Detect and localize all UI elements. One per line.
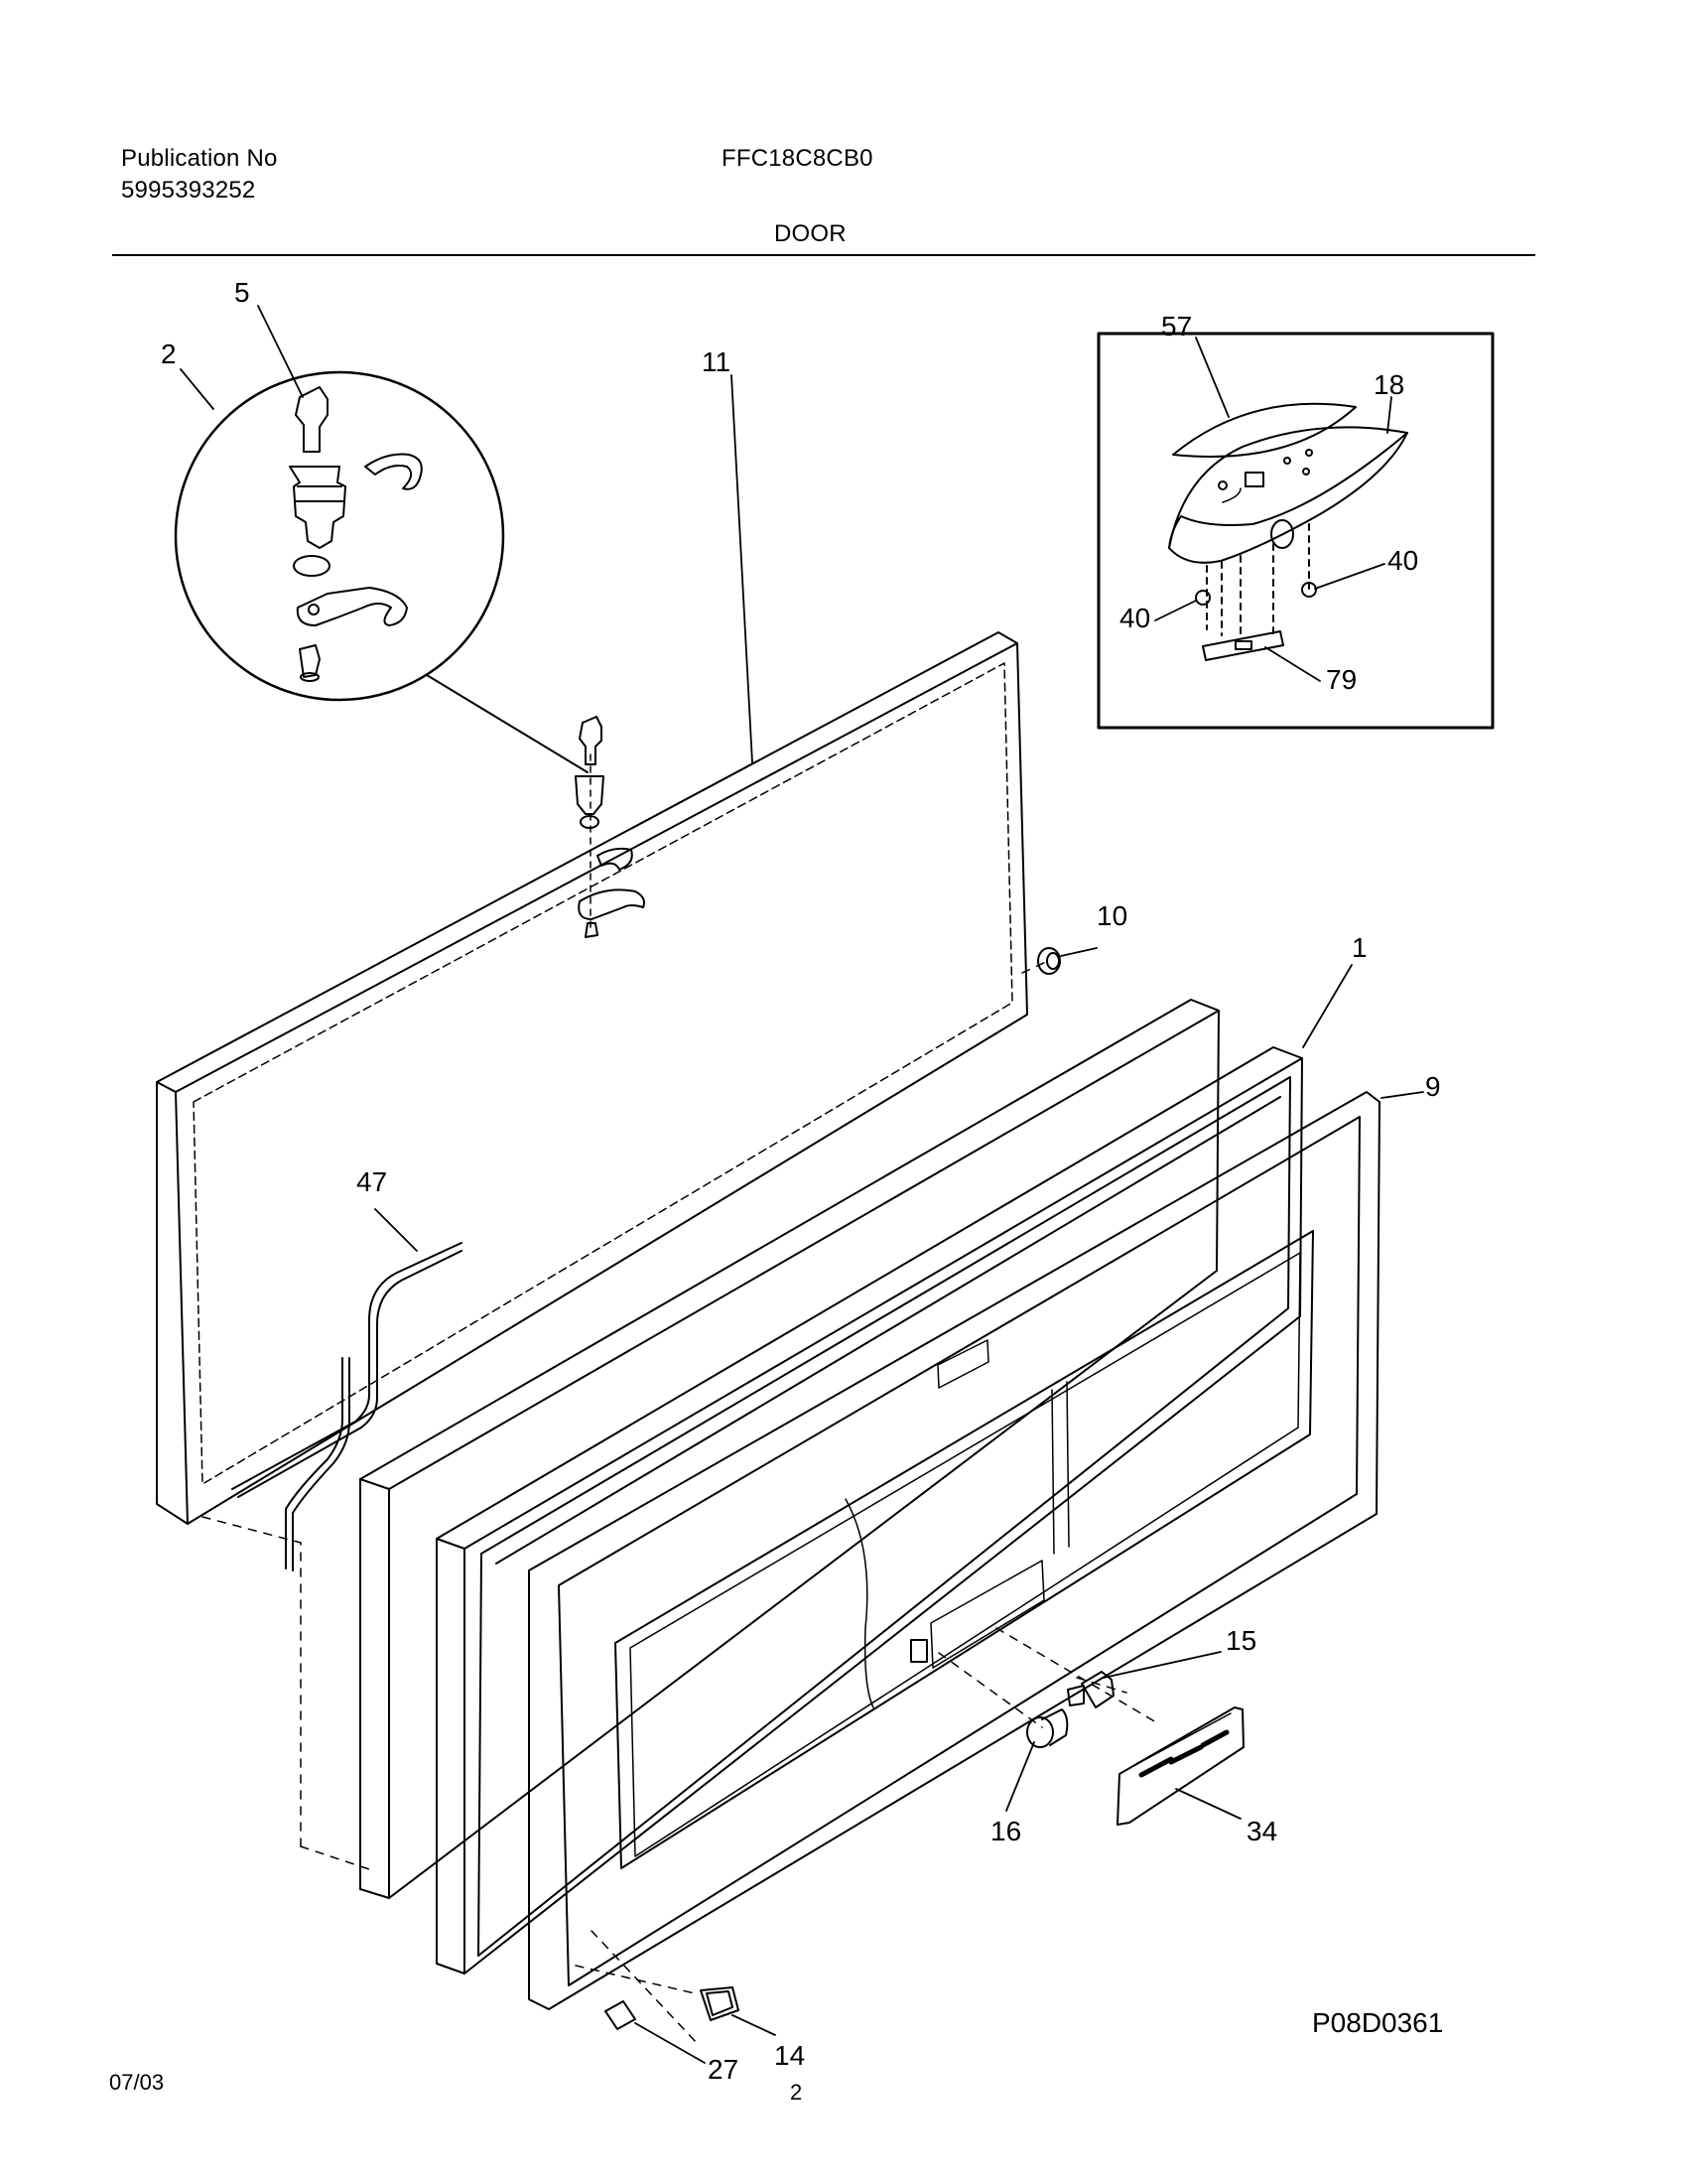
section-title: DOOR	[774, 220, 847, 247]
door-inner-liner-9	[528, 1091, 1380, 2010]
lock-detail-circle	[174, 370, 505, 702]
callout-labels: 5 2 11 57 18 40 40 79 10 1 9 47 15 16 34…	[161, 277, 1441, 2085]
door-foam-panel	[359, 999, 1220, 1899]
leader-lines	[180, 305, 1424, 2064]
inset-detail-box	[1097, 332, 1495, 730]
callout-15: 15	[1226, 1625, 1256, 1656]
publication-date: 07/03	[109, 2070, 165, 2095]
wire-harness-47	[231, 1242, 462, 1571]
lock-exploded	[575, 716, 645, 938]
light-16	[1026, 1716, 1054, 1748]
callout-34: 34	[1247, 1816, 1277, 1846]
bracket-79	[1202, 630, 1284, 661]
publication-label: Publication No	[121, 145, 278, 172]
callout-40-left: 40	[1119, 603, 1150, 633]
clip-14	[700, 1986, 739, 2021]
callout-1: 1	[1352, 932, 1368, 963]
callout-79: 79	[1326, 664, 1357, 695]
callout-11: 11	[702, 346, 730, 377]
nut-40-b	[1301, 582, 1317, 598]
callout-47: 47	[356, 1166, 387, 1197]
callout-10: 10	[1097, 900, 1127, 931]
callout-57: 57	[1161, 311, 1192, 341]
control-panel-34	[1117, 1706, 1245, 1826]
switch-15	[1081, 1671, 1115, 1708]
model-number: FFC18C8CB0	[722, 145, 873, 172]
door-liner-11	[156, 631, 1028, 1525]
page-number: 2	[790, 2080, 803, 2105]
callout-9: 9	[1425, 1071, 1441, 1102]
nut-40-a	[1195, 590, 1211, 606]
publication-number: 5995393252	[121, 177, 256, 204]
header-rule	[112, 254, 1535, 256]
callout-2: 2	[161, 339, 177, 369]
hidden-lines	[201, 960, 1157, 2046]
callout-14: 14	[774, 2040, 805, 2071]
callout-5: 5	[234, 277, 250, 308]
callout-16: 16	[990, 1816, 1021, 1846]
callout-40-right: 40	[1387, 545, 1418, 576]
figure-code: P08D0361	[1312, 2007, 1444, 2038]
screw-27	[604, 2000, 636, 2030]
callout-27: 27	[708, 2054, 738, 2085]
callout-18: 18	[1374, 369, 1404, 400]
plug-10	[1037, 947, 1061, 975]
